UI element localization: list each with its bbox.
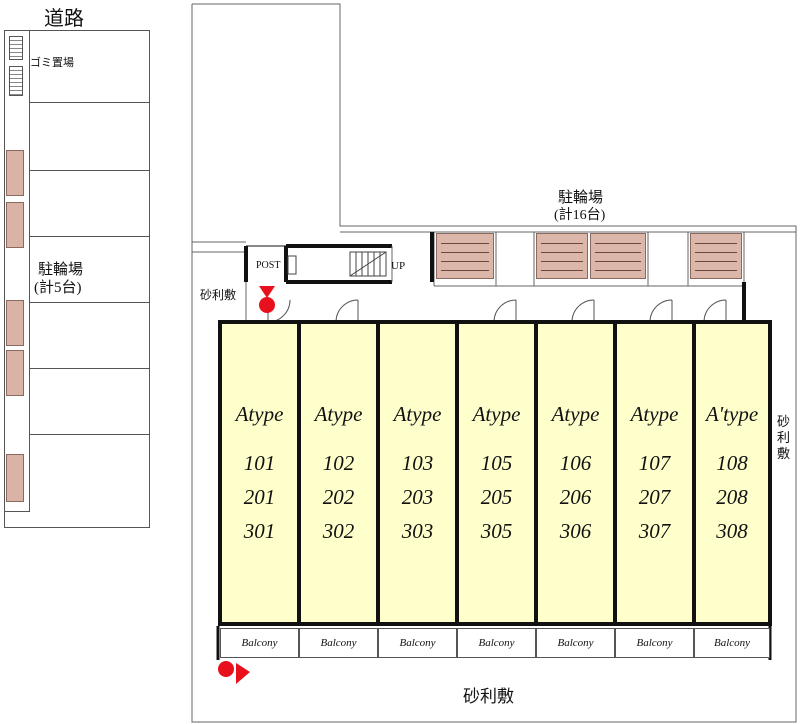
left-bike-parking-count: (計5台) [34,280,82,296]
balcony: Balcony [694,628,770,658]
unit-rooms: 108 208 308 [696,446,768,548]
left-bike-parking-label: 駐輪場 [38,262,84,278]
unit-type: Atype [393,402,442,426]
bicycle-icon [6,202,24,248]
room-number: 208 [716,485,748,509]
room-number: 202 [322,485,355,509]
upper-bike-parking-count: (計16台) [554,208,606,223]
balcony: Balcony [457,628,536,658]
post-label: POST [256,260,281,271]
left-stall-dividers [30,30,150,512]
room-number: 205 [480,485,513,509]
balcony: Balcony [378,628,457,658]
room-number: 303 [401,519,434,543]
garbage-bin [9,66,23,96]
room-number: 105 [480,451,513,475]
room-number: 306 [559,519,592,543]
gravel-label-left: 砂利敷 [200,288,237,302]
unit-a-107[interactable]: Atype 107 207 307 [615,322,694,624]
stairs-icon [349,251,387,277]
bicycle-icon [6,300,24,346]
room-number: 207 [638,485,671,509]
unit-rooms: 107 207 307 [617,446,692,548]
bicycle-icon [6,454,24,502]
building-frame [218,320,772,626]
camera-icon [259,286,275,313]
bicycle-icon [6,150,24,196]
bicycle-icon [6,350,24,396]
balcony: Balcony [299,628,378,658]
unit-a-prime-108[interactable]: A'type 108 208 308 [694,322,770,624]
bicycle-icon [690,233,742,279]
upper-bike-parking-label: 駐輪場 [558,190,604,206]
balcony: Balcony [536,628,615,658]
stairs-up-label: UP [391,260,406,272]
unit-a-101[interactable]: Atype 101 201 301 [220,322,299,624]
unit-a-106[interactable]: Atype 106 206 306 [536,322,615,624]
balcony: Balcony [220,628,299,658]
room-number: 103 [401,451,434,475]
door-swing-icon [267,299,727,323]
mailbox-icon [287,255,297,275]
gravel-label-bottom: 砂利敷 [463,687,514,706]
bicycle-icon [436,233,494,279]
room-number: 102 [322,451,355,475]
room-number: 206 [559,485,592,509]
unit-rooms: 102 202 302 [301,446,376,548]
unit-type: Atype [314,402,363,426]
unit-rooms: 103 203 303 [380,446,455,548]
balcony: Balcony [615,628,694,658]
room-number: 107 [638,451,671,475]
unit-type: A'type [705,402,759,426]
unit-type: Atype [630,402,679,426]
unit-a-105[interactable]: Atype 105 205 305 [457,322,536,624]
unit-type: Atype [235,402,284,426]
bicycle-icon [536,233,588,279]
unit-rooms: 101 201 301 [222,446,297,548]
garbage-bin [9,36,23,60]
unit-type: Atype [551,402,600,426]
unit-a-103[interactable]: Atype 103 203 303 [378,322,457,624]
room-number: 203 [401,485,434,509]
room-number: 301 [243,519,276,543]
road-label: 道路 [44,8,84,30]
unit-rooms: 105 205 305 [459,446,534,548]
unit-type: Atype [472,402,521,426]
room-number: 101 [243,451,276,475]
unit-rooms: 106 206 306 [538,446,613,548]
left-walkway [4,30,30,512]
room-number: 106 [559,451,592,475]
room-number: 201 [243,485,276,509]
room-number: 305 [480,519,513,543]
room-number: 307 [638,519,671,543]
gravel-label-right: 砂利敷 [777,414,791,461]
bicycle-icon [590,233,646,279]
garbage-label: ゴミ置場 [30,57,74,69]
room-number: 302 [322,519,355,543]
room-number: 308 [716,519,748,543]
unit-a-102[interactable]: Atype 102 202 302 [299,322,378,624]
room-number: 108 [716,451,748,475]
camera-icon [218,661,250,684]
